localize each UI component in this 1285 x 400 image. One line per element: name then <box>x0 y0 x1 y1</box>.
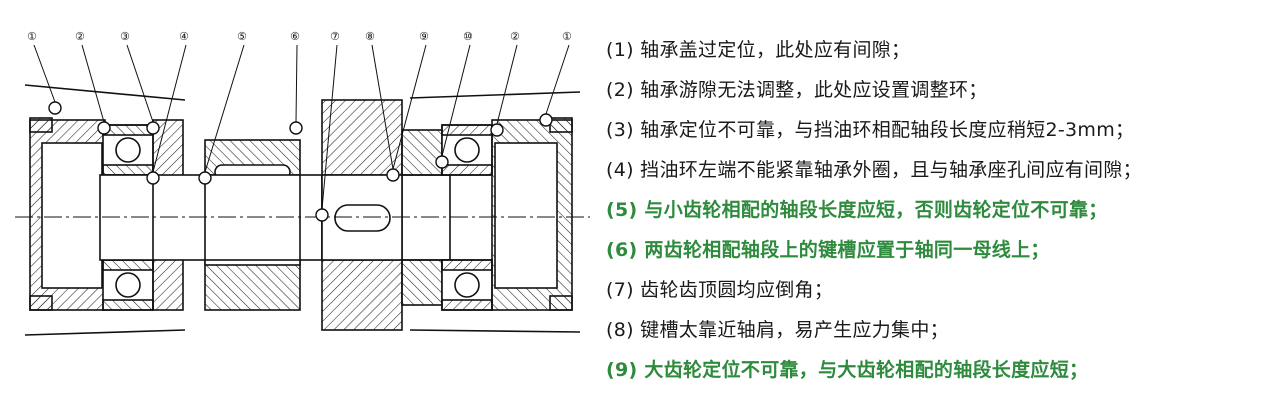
note-item: (5) 与小齿轮相配的轴段长度应短，否则齿轮定位不可靠； <box>606 199 1108 221</box>
marker-circle <box>198 171 212 185</box>
housing-bottom-right <box>409 329 581 333</box>
callout-label: ① <box>562 30 572 43</box>
note-item: (1) 轴承盖过定位，此处应有间隙； <box>606 39 911 61</box>
callout-label: ② <box>75 30 85 43</box>
notes-list: (1) 轴承盖过定位，此处应有间隙； (2) 轴承游隙无法调整，此处应设置调整环… <box>606 30 1282 390</box>
left-bearing-ball-top <box>115 137 141 163</box>
callout-label: ⑧ <box>365 30 375 43</box>
note-item: (7) 齿轮齿顶圆均应倒角； <box>606 279 834 301</box>
right-bearing-ball-bottom <box>454 272 480 298</box>
callout-label: ② <box>510 30 520 43</box>
marker-circle <box>146 121 160 135</box>
callout-label: ⑨ <box>419 30 429 43</box>
note-item: (3) 轴承定位不可靠，与挡油环相配轴段长度应稍短2-3mm； <box>606 119 1135 141</box>
marker-circle <box>146 171 160 185</box>
note-item: (8) 键槽太靠近轴肩，易产生应力集中； <box>606 319 949 341</box>
note-item: (6) 两齿轮相配轴段上的键槽应置于轴同一母线上； <box>606 239 1050 261</box>
marker-circle <box>315 208 329 222</box>
callout-label: ⑥ <box>290 30 300 43</box>
marker-circle <box>48 101 62 115</box>
marker-circle <box>435 155 449 169</box>
housing-top-right <box>409 91 581 99</box>
callout-label: ⑩ <box>463 30 473 43</box>
callout-label: ③ <box>120 30 130 43</box>
marker-circle <box>490 123 504 137</box>
housing-bottom-left <box>24 329 186 336</box>
marker-circle <box>97 121 111 135</box>
callout-label: ④ <box>179 30 189 43</box>
callout-label: ① <box>27 30 37 43</box>
marker-circle <box>289 121 303 135</box>
callout-label: ⑤ <box>237 30 247 43</box>
marker-circle <box>386 168 400 182</box>
right-bearing-ball-top <box>454 137 480 163</box>
shaft-assembly-drawing: ① ② ③ ④ ⑤ ⑥ ⑦ ⑧ ⑨ ⑩ ② ① <box>15 30 590 336</box>
housing-top-left <box>24 84 186 101</box>
large-gear-keyway <box>334 204 391 232</box>
left-bearing-ball-bottom <box>115 272 141 298</box>
callout-label: ⑦ <box>330 30 340 43</box>
note-item: (9) 大齿轮定位不可靠，与大齿轮相配的轴段长度应短； <box>606 359 1089 381</box>
right-oil-ring <box>401 129 443 176</box>
note-item: (4) 挡油环左端不能紧靠轴承外圈，且与轴承座孔间应有间隙； <box>606 159 1142 181</box>
marker-circle <box>539 113 553 127</box>
note-item: (2) 轴承游隙无法调整，此处应设置调整环； <box>606 79 988 101</box>
